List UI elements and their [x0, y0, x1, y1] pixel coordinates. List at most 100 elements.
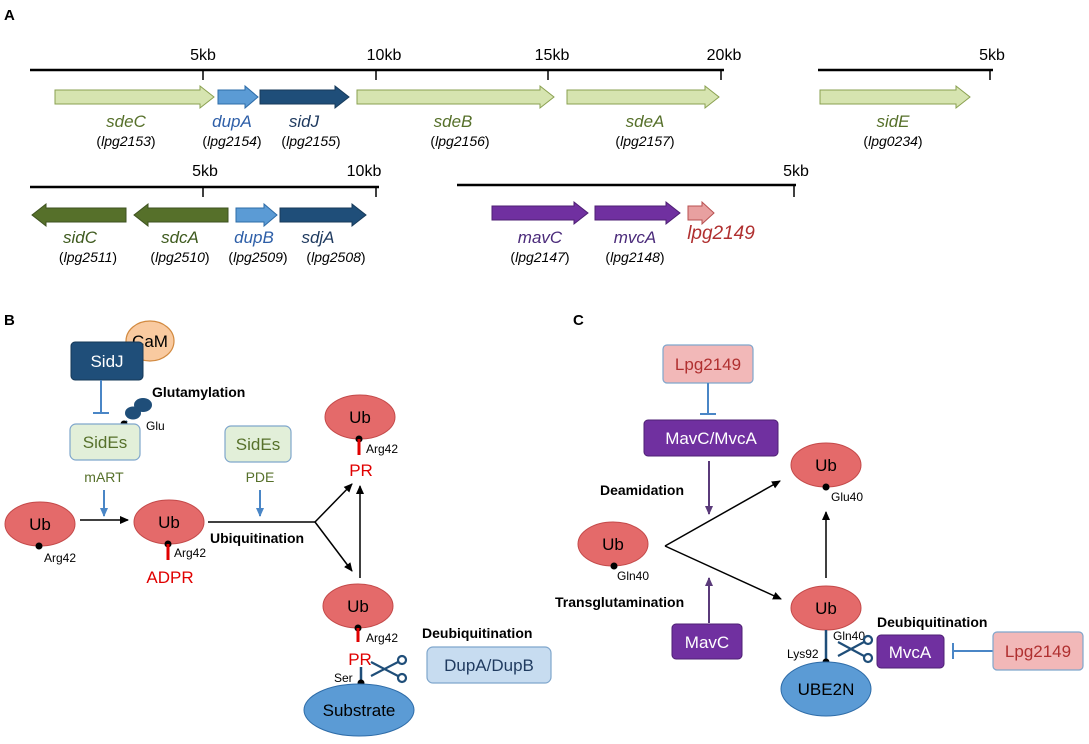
gene-arrow-sdjA [279, 202, 367, 228]
gene-arrow-sdcA [133, 202, 229, 228]
lpg2149-label: Lpg2149 [1005, 642, 1071, 661]
gene-arrow-sdeA [566, 84, 720, 110]
tick-label: 10kb [347, 163, 382, 180]
arg42-label: Arg42 [44, 551, 76, 565]
dupadupb-box [426, 646, 552, 684]
gln40-label: Gln40 [833, 629, 865, 643]
tick-label: 20kb [707, 47, 742, 64]
mavcmvca-label: MavC/MvcA [665, 429, 757, 448]
ser-label: Ser [334, 671, 353, 685]
lpg-label: (lpg2153) [96, 133, 155, 149]
dupadupb-label: DupA/DupB [444, 656, 534, 675]
gene-name: sidJ [289, 112, 320, 131]
lpg-label: (lpg2154) [202, 133, 261, 149]
lys92-label: Lys92 [787, 647, 819, 661]
gene-name: sdeB [434, 112, 473, 131]
arrow [664, 545, 782, 600]
arg42-label: Arg42 [366, 442, 398, 456]
arrow [314, 521, 353, 572]
gene-name: dupB [234, 228, 274, 247]
pde-label: PDE [246, 469, 275, 485]
tick-label: 15kb [535, 47, 570, 64]
lpg-label: (lpg2508) [306, 249, 365, 265]
sides-box-pde [224, 425, 292, 463]
gene-name: sdjA [301, 228, 334, 247]
glu-label: Glu [146, 419, 165, 433]
lpg-label: (lpg2509) [228, 249, 287, 265]
glutamylation-label: Glutamylation [152, 384, 245, 400]
deamidation-label: Deamidation [600, 482, 684, 498]
sides-label: SidEs [236, 435, 280, 454]
track-1: 5kb 10kb 15kb 20kb sdeC dupA sidJ sdeB s… [30, 47, 741, 149]
gene-arrow-sidJ [259, 84, 350, 110]
glu40-label: Glu40 [831, 490, 863, 504]
sidj-box [70, 341, 144, 381]
tick-label: 5kb [783, 163, 809, 180]
scissors-icon [837, 634, 874, 664]
gene-name: mavC [518, 228, 563, 247]
mart-label: mART [84, 469, 124, 485]
gene-arrow-sdeB [356, 84, 555, 110]
mavc-label: MavC [685, 633, 729, 652]
mvca-box [876, 634, 945, 669]
gene-arrow-sdeC [54, 84, 215, 110]
panel-label-c: C [573, 312, 584, 329]
ub-label: Ub [349, 408, 371, 427]
lpg-label: (lpg2155) [281, 133, 340, 149]
gene-arrow-sidC [31, 202, 127, 228]
gene-name: sidC [63, 228, 98, 247]
scissors-icon [370, 654, 408, 684]
gene-arrow-lpg2149 [687, 200, 715, 226]
ube2n-node [780, 661, 872, 717]
substrate-label: Substrate [323, 701, 396, 720]
lpg-label: (lpg2148) [605, 249, 664, 265]
lpg-label: (lpg2510) [150, 249, 209, 265]
arg42-label: Arg42 [174, 546, 206, 560]
ub-label: Ub [815, 599, 837, 618]
tick-label: 5kb [979, 47, 1005, 64]
ub-label: Ub [815, 456, 837, 475]
substrate-node [303, 683, 415, 737]
track-4: 5kb mavC mvcA lpg2149 (lpg2147) (lpg2148… [457, 163, 809, 265]
ube2n-label: UBE2N [798, 680, 855, 699]
deubiquitination-label: Deubiquitination [422, 625, 532, 641]
mavc-box [671, 623, 743, 660]
gln40-label: Gln40 [617, 569, 649, 583]
mvca-label: MvcA [889, 643, 932, 662]
gene-arrow-mvcA [594, 200, 681, 226]
panel-label-a: A [4, 7, 15, 24]
gene-name: sdeC [106, 112, 146, 131]
sidj-label: SidJ [90, 352, 123, 371]
sides-box-mart [69, 423, 141, 461]
lpg2149-box-2 [992, 631, 1084, 671]
gene-arrow-mavC [491, 200, 589, 226]
gene-name: sidE [876, 112, 910, 131]
mavcmvca-box [643, 419, 779, 457]
panel-label-b: B [4, 312, 15, 329]
transglutamination-label: Transglutamination [555, 594, 684, 610]
deubiquitination-label: Deubiquitination [877, 614, 987, 630]
pr-label: PR [349, 461, 373, 480]
arg42-label: Arg42 [366, 631, 398, 645]
adpr-label: ADPR [146, 568, 193, 587]
ub-label: Ub [29, 515, 51, 534]
lpg-label: (lpg2147) [510, 249, 569, 265]
arrow [314, 483, 353, 523]
ub-label: Ub [347, 597, 369, 616]
lpg2149-label: Lpg2149 [675, 355, 741, 374]
ubiquitination-label: Ubiquitination [210, 530, 304, 546]
tick-label: 5kb [192, 163, 218, 180]
glu-blob [125, 406, 141, 420]
lpg-label: (lpg0234) [863, 133, 922, 149]
lpg-label: (lpg2157) [615, 133, 674, 149]
sides-label: SidEs [83, 433, 127, 452]
gene-name: mvcA [614, 228, 657, 247]
gene-arrow-dupB [235, 202, 278, 228]
gene-arrow-sidE [819, 84, 971, 110]
tick-label: 5kb [190, 47, 216, 64]
gene-name: dupA [212, 112, 252, 131]
ub-label: Ub [158, 513, 180, 532]
lpg-label: (lpg2511) [59, 249, 117, 265]
gene-name: sdcA [161, 228, 199, 247]
